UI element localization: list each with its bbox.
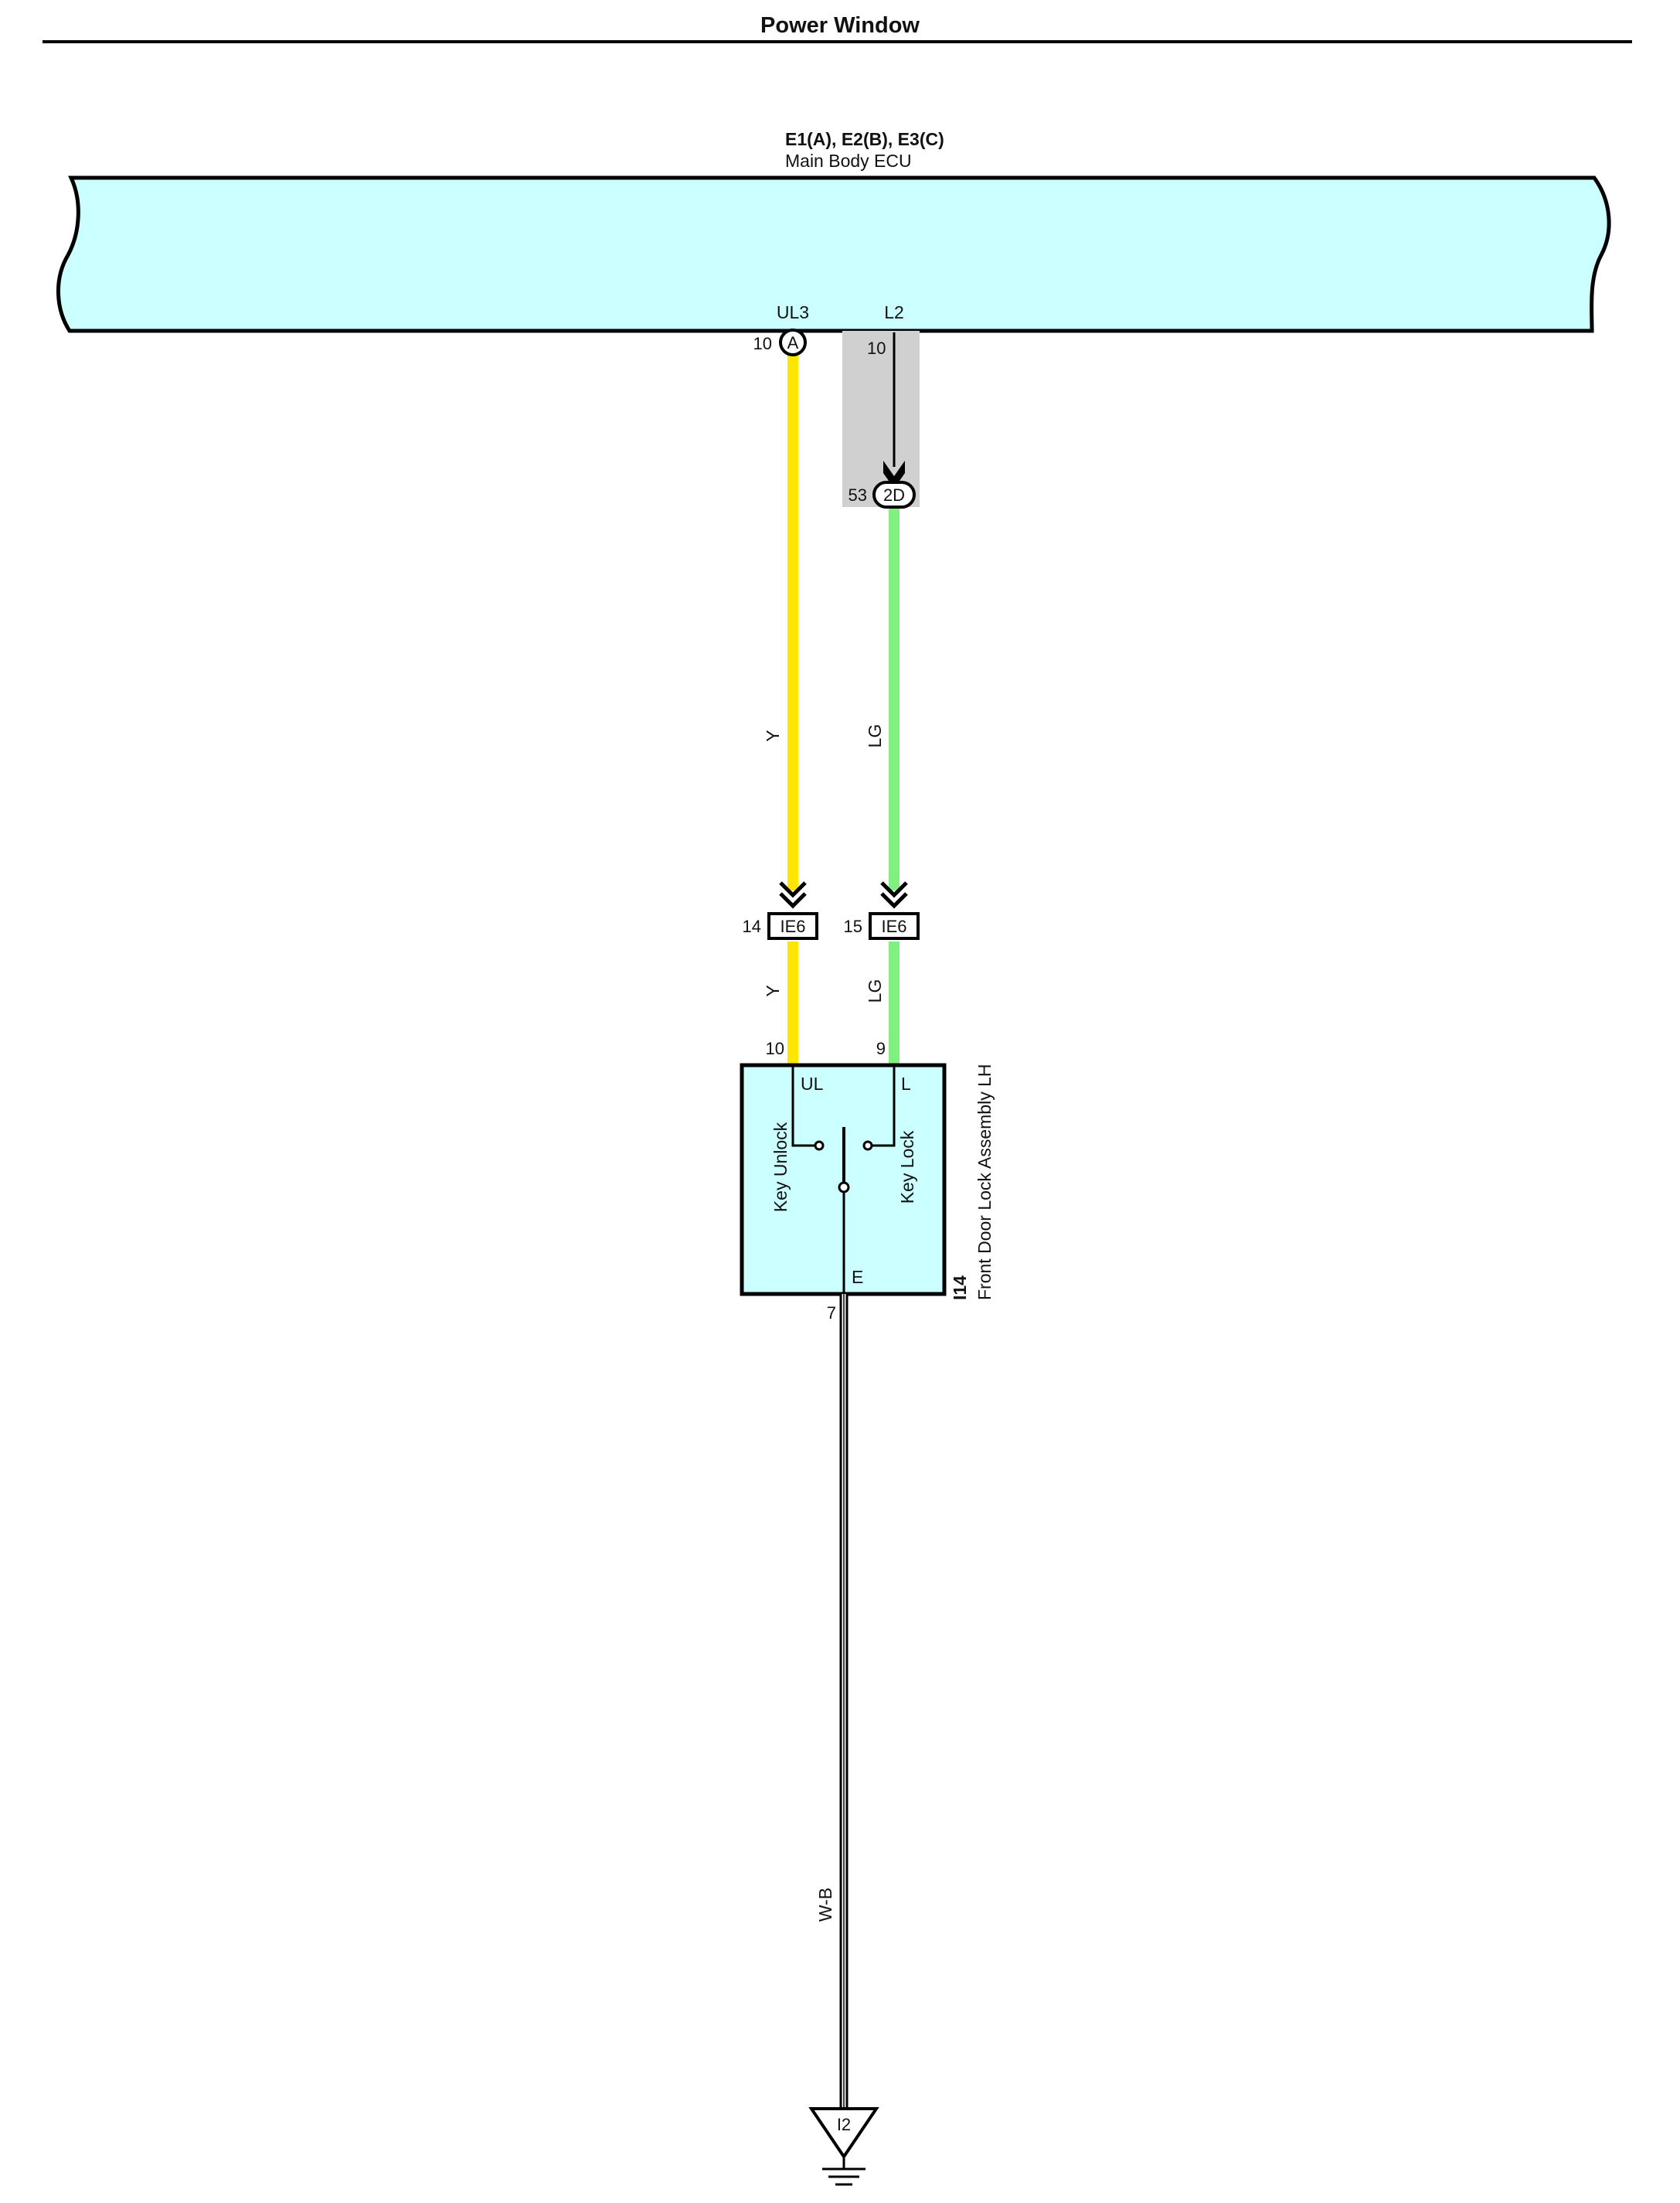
ul3-pin-number: 10 <box>753 334 772 353</box>
terminal-l-label: L <box>901 1074 911 1094</box>
key-unlock-label: Key Unlock <box>770 1122 791 1212</box>
ground-icon <box>822 2157 866 2186</box>
light-green-wire-code-upper: LG <box>865 724 885 748</box>
l2-pin-number: 10 <box>867 339 886 358</box>
terminal-e-label: E <box>852 1267 863 1287</box>
inline-connector-ie6-left-pin: 14 <box>743 917 761 936</box>
l2-shaded-region <box>842 331 920 507</box>
ground-wire-code: W-B <box>815 1888 835 1922</box>
light-green-wire-code-lower: LG <box>865 979 885 1003</box>
page-title: Power Window <box>760 13 920 38</box>
key-unlock-contact-line <box>791 1065 816 1147</box>
inline-connector-ie6-left-code: IE6 <box>780 917 805 936</box>
inline-connector-ie6-right-code: IE6 <box>881 917 906 936</box>
junction-2d-badge <box>872 481 916 509</box>
chevron-down-icon <box>880 881 908 909</box>
chevron-down-icon <box>779 881 807 909</box>
yellow-wire-code-lower: Y <box>763 985 783 996</box>
ecu-name: Main Body ECU <box>785 151 912 171</box>
connector-a-badge <box>779 329 807 356</box>
door-lock-pin-ul: 10 <box>766 1039 784 1058</box>
ground-point-code: I2 <box>837 2115 851 2134</box>
key-lock-label: Key Lock <box>897 1130 917 1204</box>
door-lock-pin-e: 7 <box>827 1303 836 1323</box>
main-body-ecu-box <box>56 175 1611 333</box>
door-lock-code: I14 <box>950 1275 970 1300</box>
connector-a-letter: A <box>787 333 799 352</box>
key-lock-contact <box>862 1140 873 1151</box>
junction-2d-pin: 53 <box>849 485 867 505</box>
inline-connector-ie6-right <box>869 912 920 940</box>
yellow-wire-code-upper: Y <box>763 730 783 741</box>
terminal-l2-label: L2 <box>884 302 904 322</box>
terminal-ul3-label: UL3 <box>777 302 809 322</box>
terminal-ul-label: UL <box>801 1074 824 1094</box>
inline-connector-ie6-left <box>767 912 818 940</box>
ecu-connector-codes: E1(A), E2(B), E3(C) <box>785 129 944 149</box>
ground-point-triangle <box>808 2107 879 2160</box>
door-lock-pin-l: 9 <box>876 1039 886 1058</box>
junction-2d-code: 2D <box>883 485 905 505</box>
switch-pivot <box>838 1181 850 1193</box>
door-lock-name: Front Door Lock Assembly LH <box>974 1064 995 1300</box>
key-unlock-contact <box>814 1140 825 1151</box>
inline-connector-ie6-right-pin: 15 <box>844 917 862 936</box>
key-lock-contact-line <box>871 1065 896 1147</box>
